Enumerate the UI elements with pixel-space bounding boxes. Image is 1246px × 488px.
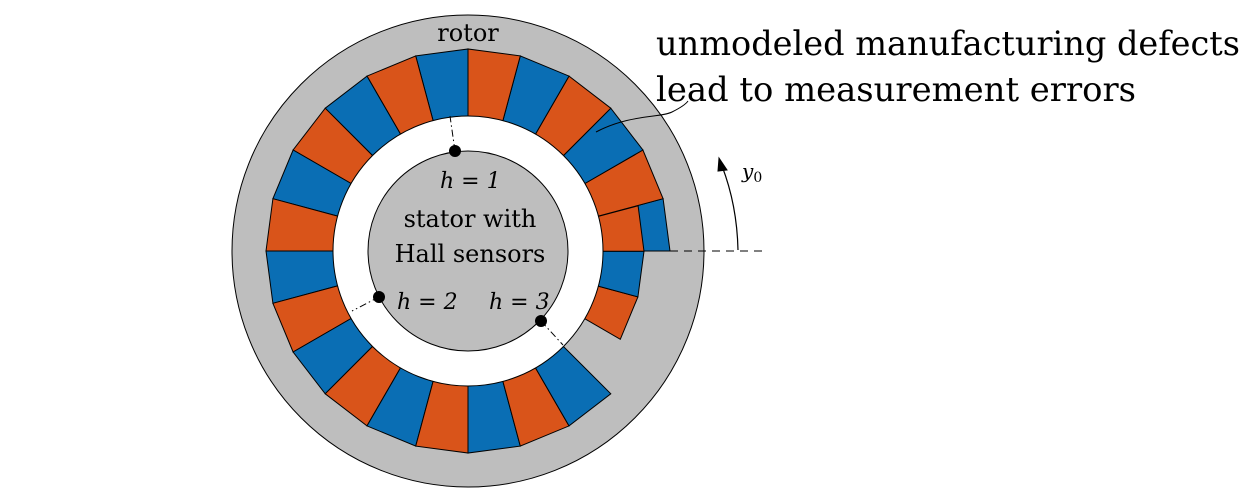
hall-sensor-1: [449, 145, 461, 157]
annotation-leader-curve: [595, 100, 689, 133]
y0-label: y0: [741, 159, 762, 186]
annotation-line-1: unmodeled manufacturing defects: [656, 24, 1240, 64]
stator-label-line-2: Hall sensors: [395, 240, 546, 268]
sensor-1-label: h = 1: [440, 169, 501, 194]
stator-label-line-1: stator with: [404, 205, 537, 233]
annotation-line-2: lead to measurement errors: [656, 70, 1136, 110]
y0-subscript: 0: [753, 170, 762, 186]
angle-arrowhead: [717, 156, 728, 172]
y0-symbol: y: [741, 159, 754, 183]
magnet-ring: [265, 48, 671, 454]
stator-disk: [367, 150, 569, 352]
sensor-2-label: h = 2: [397, 290, 458, 315]
angle-arc: [721, 165, 739, 251]
hall-sensor-3: [535, 315, 547, 327]
hall-sensor-2: [373, 291, 385, 303]
sensor-3-label: h = 3: [489, 290, 550, 315]
rotor-label: rotor: [437, 19, 499, 47]
